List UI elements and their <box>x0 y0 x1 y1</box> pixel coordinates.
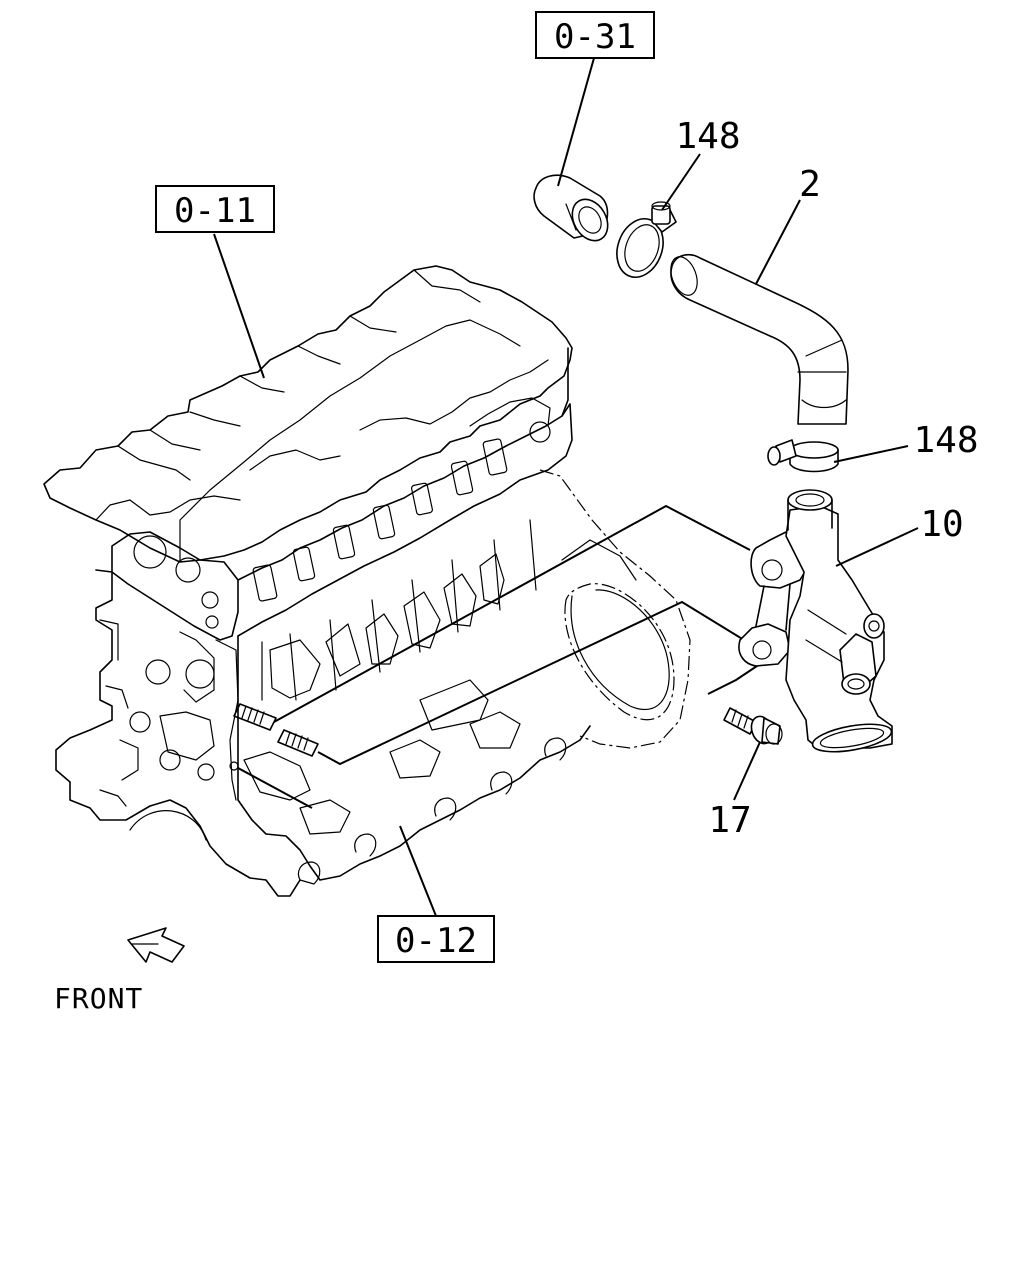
leader-2 <box>755 199 801 285</box>
leader-148-bottom <box>833 445 909 463</box>
callout-148-bottom: 148 <box>913 420 978 461</box>
leader-17 <box>733 741 761 801</box>
callout-10: 10 <box>920 504 963 545</box>
coolant-hose <box>670 253 849 425</box>
callout-2: 2 <box>799 164 821 205</box>
leader-0-11 <box>213 233 265 379</box>
leader-148-top <box>661 153 701 211</box>
ref-box-0-11: 0-11 <box>155 185 275 233</box>
front-label: FRONT <box>54 982 143 1015</box>
leader-0-12 <box>399 825 437 917</box>
hose-clamp-top <box>616 201 677 278</box>
front-arrow-icon <box>127 927 185 963</box>
hose-clamp-bottom <box>767 439 839 473</box>
callout-17: 17 <box>708 800 751 841</box>
ref-box-0-12: 0-12 <box>377 915 495 963</box>
water-outlet-pipe <box>738 489 893 753</box>
leader-0-31 <box>557 57 595 187</box>
water-pipe-0-31 <box>533 174 609 242</box>
block-studs <box>229 703 319 771</box>
ref-label-0-12: 0-12 <box>395 921 477 961</box>
ref-label-0-11: 0-11 <box>174 191 256 231</box>
flange-bolt <box>723 707 783 745</box>
alignment-lines <box>237 504 761 809</box>
leader-lines <box>213 57 919 917</box>
leader-10 <box>835 527 919 567</box>
ref-label-0-31: 0-31 <box>554 17 636 57</box>
callout-148-top: 148 <box>675 116 740 157</box>
ref-box-0-31: 0-31 <box>535 11 655 59</box>
engine-block <box>43 265 691 897</box>
